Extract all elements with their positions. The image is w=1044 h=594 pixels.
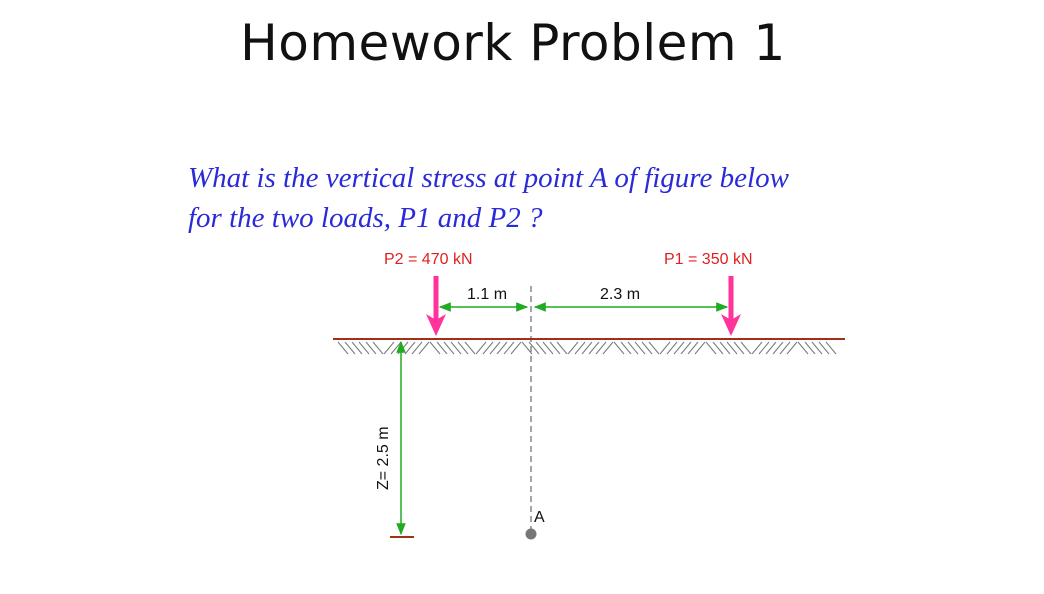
hatch-stroke <box>818 341 830 355</box>
hatch-stroke <box>365 341 377 355</box>
hatch-stroke <box>429 341 441 355</box>
hatch-stroke <box>521 341 533 355</box>
hatch-stroke <box>786 341 798 355</box>
hatch-stroke <box>811 341 823 355</box>
hatch-stroke <box>503 341 515 355</box>
hatch-stroke <box>489 341 501 355</box>
load-p1-arrow <box>721 276 741 336</box>
hatch-stroke <box>383 341 395 355</box>
hatch-stroke <box>613 341 625 355</box>
hatch-stroke <box>404 341 416 355</box>
hatch-stroke <box>758 341 770 355</box>
question-text: What is the vertical stress at point A o… <box>188 158 948 238</box>
hatch-stroke <box>556 341 568 355</box>
hatch-stroke <box>549 341 561 355</box>
hatch-stroke <box>475 341 487 355</box>
page-title: Homework Problem 1 <box>240 14 786 72</box>
point-a-label: A <box>534 509 545 526</box>
hatch-stroke <box>411 341 423 355</box>
hatch-stroke <box>705 341 717 355</box>
question-line-1: What is the vertical stress at point A o… <box>188 162 789 194</box>
dimension-left-label: 1.1 m <box>467 286 507 303</box>
hatch-stroke <box>694 341 706 355</box>
ground-hatching <box>337 341 837 355</box>
hatch-stroke <box>574 341 586 355</box>
hatch-stroke <box>634 341 646 355</box>
hatch-stroke <box>627 341 639 355</box>
hatch-stroke <box>351 341 363 355</box>
hatch-stroke <box>344 341 356 355</box>
hatch-stroke <box>450 341 462 355</box>
hatch-stroke <box>567 341 579 355</box>
depth-label: Z= 2.5 m <box>375 426 392 490</box>
hatch-stroke <box>337 341 349 355</box>
hatch-stroke <box>436 341 448 355</box>
hatch-stroke <box>457 341 469 355</box>
hatch-stroke <box>740 341 752 355</box>
hatch-stroke <box>751 341 763 355</box>
hatch-stroke <box>528 341 540 355</box>
hatch-stroke <box>358 341 370 355</box>
hatch-stroke <box>595 341 607 355</box>
hatch-stroke <box>666 341 678 355</box>
hatch-stroke <box>372 341 384 355</box>
load-p2-label: P2 = 470 kN <box>384 251 473 268</box>
hatch-stroke <box>797 341 809 355</box>
hatch-stroke <box>535 341 547 355</box>
hatch-stroke <box>719 341 731 355</box>
hatch-stroke <box>733 341 745 355</box>
hatch-stroke <box>772 341 784 355</box>
hatch-stroke <box>673 341 685 355</box>
hatch-stroke <box>804 341 816 355</box>
hatch-stroke <box>418 341 430 355</box>
hatch-stroke <box>620 341 632 355</box>
hatch-stroke <box>648 341 660 355</box>
load-p1-label: P1 = 350 kN <box>664 251 753 268</box>
hatch-stroke <box>825 341 837 355</box>
hatch-stroke <box>659 341 671 355</box>
hatch-stroke <box>687 341 699 355</box>
load-p2-arrow <box>426 276 446 336</box>
hatch-stroke <box>712 341 724 355</box>
hatch-stroke <box>581 341 593 355</box>
question-line-2: for the two loads, P1 and P2 ? <box>188 202 543 234</box>
hatch-stroke <box>641 341 653 355</box>
hatch-stroke <box>680 341 692 355</box>
dimension-right-label: 2.3 m <box>600 286 640 303</box>
hatch-stroke <box>779 341 791 355</box>
hatch-stroke <box>510 341 522 355</box>
hatch-stroke <box>588 341 600 355</box>
point-a-marker <box>525 528 537 540</box>
hatch-stroke <box>542 341 554 355</box>
hatch-stroke <box>464 341 476 355</box>
hatch-stroke <box>482 341 494 355</box>
hatch-stroke <box>602 341 614 355</box>
hatch-stroke <box>765 341 777 355</box>
hatch-stroke <box>443 341 455 355</box>
hatch-stroke <box>496 341 508 355</box>
hatch-stroke <box>726 341 738 355</box>
